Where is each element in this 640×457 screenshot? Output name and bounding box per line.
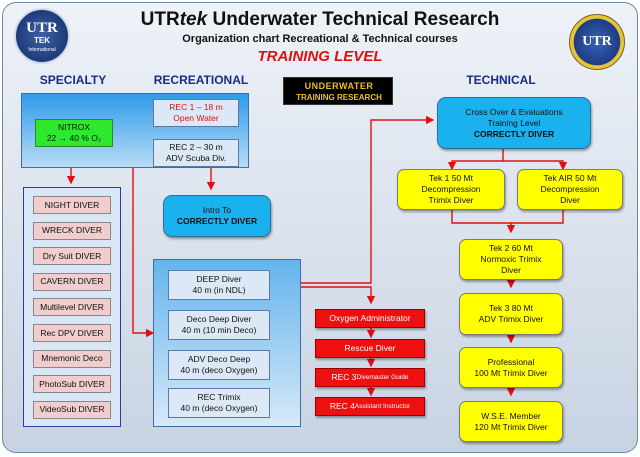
pro-course-box: Rescue Diver	[315, 339, 425, 358]
utrtek-logo: UTR TEK International	[14, 8, 70, 64]
crossover-line1: Cross Over & Evaluations	[465, 106, 563, 117]
recreational-heading: RECREATIONAL	[153, 73, 249, 87]
deep-course-line1: DEEP Diver	[196, 274, 242, 284]
tek1-line3: Trimix Diver	[428, 195, 474, 205]
rec1-line1: REC 1 – 18 m	[169, 102, 223, 112]
deep-course-line2: 40 m (deco Oxygen)	[180, 365, 258, 375]
pro-course-label: REC 4	[329, 401, 355, 411]
technical-heading: TECHNICAL	[466, 73, 536, 87]
training-research-banner: UNDERWATER TRAINING RESEARCH	[283, 77, 393, 105]
wse-line2: 120 Mt Trimix Diver	[474, 421, 548, 432]
deep-course-line1: Deco Deep Diver	[186, 314, 252, 324]
tekair-line2: Decompression	[540, 184, 600, 194]
specialty-item: WRECK DIVER	[33, 221, 111, 240]
crossover-box: Cross Over & Evaluations Training Level …	[437, 97, 591, 149]
wse-member-box: W.S.E. Member 120 Mt Trimix Diver	[459, 401, 563, 442]
pro-line1: Professional	[487, 356, 535, 367]
pro-course-label: Rescue Diver	[344, 343, 396, 353]
pro-course-box: Oxygen Administrator	[315, 309, 425, 328]
nitrox-box: NITROX 22 → 40 % O₂	[35, 119, 113, 147]
intro-line2: CORRECTLY DIVER	[176, 216, 258, 226]
deep-course-line2: 40 m (deco Oxygen)	[180, 403, 258, 413]
specialty-item: Rec DPV DIVER	[33, 324, 111, 342]
specialty-item: Multilevel DIVER	[33, 298, 111, 317]
crossover-line3: CORRECTLY DIVER	[473, 128, 555, 139]
tek2-line2: Normoxic Trimix	[480, 254, 542, 264]
logo-caption: International	[28, 47, 56, 53]
pro-course-box: REC 3 Divemaster Guide	[315, 368, 425, 387]
pro-line2: 100 Mt Trimix Diver	[474, 367, 548, 378]
intro-line1: Intro To	[202, 205, 232, 215]
specialty-heading: SPECIALTY	[39, 73, 107, 87]
deep-course-line2: 40 m (in NDL)	[192, 285, 246, 295]
pro-course-sublabel: Assistant Instructor	[354, 403, 411, 410]
page-title: UTRtek Underwater Technical Research	[140, 9, 500, 30]
specialty-item: Mnemonic Deco	[33, 349, 111, 368]
tek1-line1: Tek 1 50 Mt	[429, 173, 473, 183]
tek3-box: Tek 3 80 Mt ADV Trimix Diver	[459, 293, 563, 335]
specialty-item: VideoSub DIVER	[33, 400, 111, 419]
tekair-line1: Tek AIR 50 Mt	[543, 173, 597, 183]
tek-air-box: Tek AIR 50 Mt Decompression Diver	[517, 169, 623, 210]
rec1-line2: Open Water	[173, 113, 219, 123]
rec1-box: REC 1 – 18 m Open Water	[153, 99, 239, 127]
deep-course-line2: 40 m (10 min Deco)	[181, 325, 257, 335]
deep-course-line1: REC Trimix	[197, 392, 241, 402]
tek1-box: Tek 1 50 Mt Decompression Trimix Diver	[397, 169, 505, 210]
banner-line1: UNDERWATER	[304, 81, 374, 91]
tekair-line3: Diver	[560, 195, 580, 205]
nitrox-line1: NITROX	[57, 122, 91, 132]
rec2-box: REC 2 – 30 m ADV Scuba Div.	[153, 139, 239, 167]
deep-course-line1: ADV Deco Deep	[187, 354, 251, 364]
wse-line1: W.S.E. Member	[481, 410, 541, 421]
logo-tek-text: TEK	[34, 36, 50, 45]
tek2-line3: Diver	[501, 265, 521, 275]
rec2-line1: REC 2 – 30 m	[169, 142, 223, 152]
banner-line2: TRAINING RESEARCH	[296, 93, 382, 102]
pro-course-sublabel: Divemaster Guide	[356, 374, 409, 381]
tek3-line2: ADV Trimix Diver	[478, 314, 544, 324]
rec2-line2: ADV Scuba Div.	[165, 153, 227, 163]
crossover-line2: Training Level	[487, 117, 541, 128]
tek3-line1: Tek 3 80 Mt	[489, 303, 533, 313]
page-subtitle: Organization chart Recreational & Techni…	[182, 33, 458, 45]
utr-seal-logo: UTR	[569, 14, 625, 70]
tek2-box: Tek 2 60 Mt Normoxic Trimix Diver	[459, 239, 563, 280]
specialty-item: Dry Suit DIVER	[33, 247, 111, 266]
nitrox-line2: 22 → 40 % O₂	[46, 133, 102, 143]
specialty-panel: NIGHT DIVER WRECK DIVER Dry Suit DIVER CAVE…	[23, 187, 121, 427]
intro-correctly-diver-box: Intro To CORRECTLY DIVER	[163, 195, 271, 237]
tek1-line2: Decompression	[421, 184, 481, 194]
specialty-item: PhotoSub DIVER	[33, 375, 111, 394]
tek2-line1: Tek 2 60 Mt	[489, 243, 533, 253]
logo-utr-text: UTR	[26, 20, 58, 36]
professional-box: Professional 100 Mt Trimix Diver	[459, 347, 563, 388]
pro-course-box: REC 4 Assistant Instructor	[315, 397, 425, 416]
seal-utr-text: UTR	[582, 34, 612, 49]
training-level-heading: TRAINING LEVEL	[257, 48, 383, 65]
pro-course-label: Oxygen Administrator	[329, 313, 411, 323]
specialty-item: CAVERN DIVER	[33, 272, 111, 291]
pro-course-label: REC 3	[331, 372, 357, 382]
specialty-item: NIGHT DIVER	[33, 196, 111, 214]
